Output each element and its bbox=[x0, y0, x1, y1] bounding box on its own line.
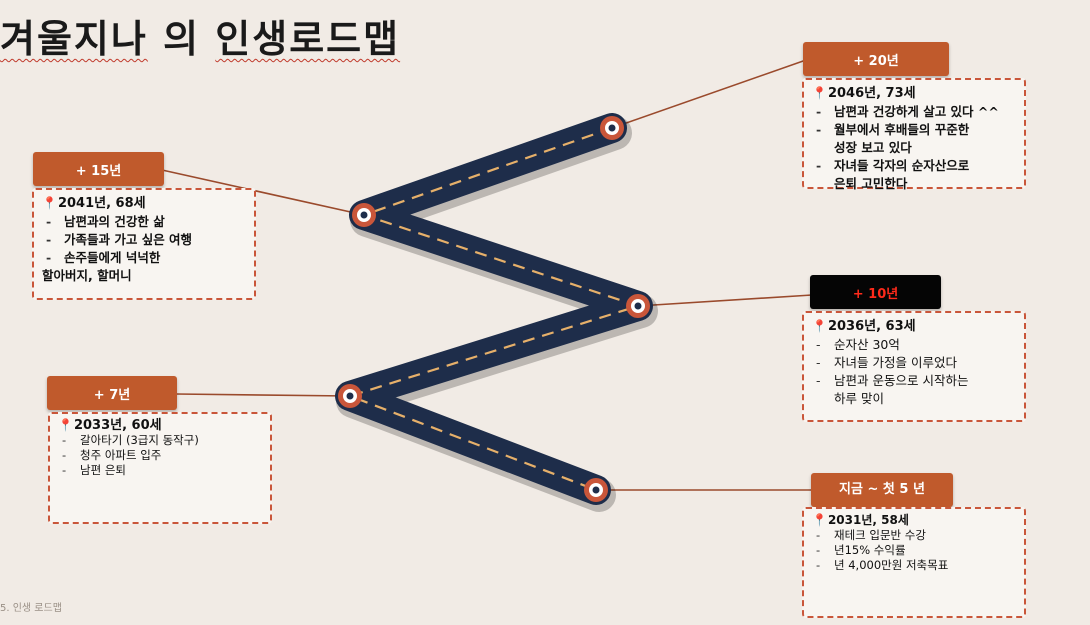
milestone-tag-7: + 7년 bbox=[47, 376, 177, 410]
list-item: 순자산 30억 bbox=[812, 336, 1016, 354]
list-item: 가족들과 가고 싶은 여행 bbox=[42, 231, 246, 249]
road bbox=[335, 113, 653, 505]
title-particle: 의 bbox=[163, 17, 201, 61]
connector-line-7 bbox=[175, 393, 351, 397]
list-item: 하루 맞이 bbox=[834, 391, 884, 406]
list-item: 남편과 건강하게 살고 있다 ^^ bbox=[812, 103, 1016, 121]
list-item: 남편과의 건강한 삶 bbox=[42, 213, 246, 231]
milestone-list: 재테크 입문반 수강 년15% 수익률 년 4,000만원 저축목표 bbox=[812, 528, 1016, 573]
connector-line-15 bbox=[161, 169, 365, 216]
milestone-date: 2036년, 63세 bbox=[827, 319, 916, 334]
milestone-date: 2041년, 68세 bbox=[57, 196, 146, 211]
milestone-heading: 📍2031년, 58세 bbox=[812, 513, 1016, 528]
list-item: 남편 은퇴 bbox=[58, 463, 262, 478]
page-title: 겨울지나 의 인생로드맵 bbox=[0, 8, 400, 63]
list-item: 손주들에게 넉넉한 bbox=[42, 249, 246, 267]
milestone-list: 남편과 건강하게 살고 있다 ^^ 월부에서 후배들의 꾸준한 성장 보고 있다… bbox=[812, 103, 1016, 193]
milestone-heading: 📍2041년, 68세 bbox=[42, 194, 246, 213]
list-item: 자녀들 각자의 순자산으로 bbox=[812, 157, 1016, 175]
milestone-list: 순자산 30억 자녀들 가정을 이루었다 남편과 운동으로 시작하는 하루 맞이 bbox=[812, 336, 1016, 408]
list-item: 년15% 수익률 bbox=[812, 543, 1016, 558]
list-item: 년 4,000만원 저축목표 bbox=[812, 558, 1016, 573]
slide-footer: 5. 인생 로드맵 bbox=[0, 603, 62, 614]
milestone-box-now: 📍2031년, 58세 재테크 입문반 수강 년15% 수익률 년 4,000만… bbox=[802, 507, 1026, 618]
milestone-box-20: 📍2046년, 73세 남편과 건강하게 살고 있다 ^^ 월부에서 후배들의 … bbox=[802, 78, 1026, 191]
milestone-date: 2031년, 58세 bbox=[827, 513, 909, 527]
list-item: 청주 아파트 입주 bbox=[58, 448, 262, 463]
milestone-date: 2046년, 73세 bbox=[827, 86, 916, 101]
list-item-continued: 할아버지, 할머니 bbox=[42, 268, 132, 283]
milestone-box-10: 📍2036년, 63세 순자산 30억 자녀들 가정을 이루었다 남편과 운동으… bbox=[802, 311, 1026, 422]
list-item: 은퇴 고민한다 bbox=[834, 176, 908, 191]
waypoint-markers bbox=[338, 116, 650, 502]
list-item: 월부에서 후배들의 꾸준한 bbox=[812, 121, 1016, 139]
waypoint-marker-icon bbox=[584, 478, 608, 502]
pushpin-icon: 📍 bbox=[812, 513, 827, 527]
title-name: 겨울지나 bbox=[0, 17, 148, 61]
waypoint-marker-icon bbox=[626, 294, 650, 318]
milestone-tag-15: + 15년 bbox=[33, 152, 164, 186]
milestone-heading: 📍2036년, 63세 bbox=[812, 317, 1016, 336]
list-item: 성장 보고 있다 bbox=[834, 140, 912, 155]
list-item: 재테크 입문반 수강 bbox=[812, 528, 1016, 543]
list-item: 남편과 운동으로 시작하는 bbox=[812, 372, 1016, 390]
milestone-tag-10: + 10년 bbox=[810, 275, 941, 309]
connector-line-20 bbox=[611, 59, 807, 129]
waypoint-marker-icon bbox=[600, 116, 624, 140]
connector-line-10 bbox=[637, 294, 813, 307]
waypoint-marker-icon bbox=[338, 384, 362, 408]
pushpin-icon: 📍 bbox=[58, 418, 73, 432]
milestone-list: 갈아타기 (3급지 동작구) 청주 아파트 입주 남편 은퇴 bbox=[58, 433, 262, 478]
milestone-heading: 📍2046년, 73세 bbox=[812, 84, 1016, 103]
list-item: 자녀들 가정을 이루었다 bbox=[812, 354, 1016, 372]
milestone-list: 남편과의 건강한 삶 가족들과 가고 싶은 여행 손주들에게 넉넉한 bbox=[42, 213, 246, 267]
pushpin-icon: 📍 bbox=[42, 196, 57, 210]
milestone-box-7: 📍2033년, 60세 갈아타기 (3급지 동작구) 청주 아파트 입주 남편 … bbox=[48, 412, 272, 524]
milestone-tag-now: 지금 ~ 첫 5 년 bbox=[811, 473, 953, 507]
pushpin-icon: 📍 bbox=[812, 86, 827, 100]
pushpin-icon: 📍 bbox=[812, 319, 827, 333]
milestone-date: 2033년, 60세 bbox=[73, 418, 162, 433]
list-item: 갈아타기 (3급지 동작구) bbox=[58, 433, 262, 448]
milestone-tag-20: + 20년 bbox=[803, 42, 949, 76]
milestone-heading: 📍2033년, 60세 bbox=[58, 418, 262, 433]
waypoint-marker-icon bbox=[352, 203, 376, 227]
title-roadmap: 인생로드맵 bbox=[215, 17, 401, 61]
milestone-box-15: 📍2041년, 68세 남편과의 건강한 삶 가족들과 가고 싶은 여행 손주들… bbox=[32, 188, 256, 300]
connector-lines bbox=[161, 59, 813, 491]
